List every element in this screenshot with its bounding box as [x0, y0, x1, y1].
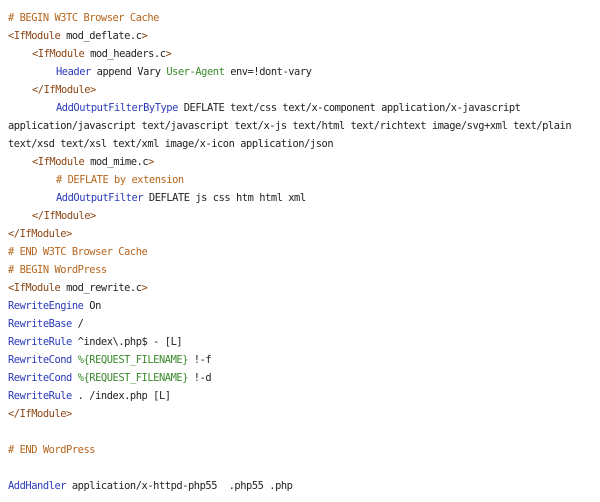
code-token-comment: # END WordPress	[8, 444, 96, 456]
code-token-plain: DEFLATE text/css text/x-component applic…	[177, 102, 521, 114]
code-token-plain: !-d	[188, 372, 212, 384]
code-token-tag: </IfModule>	[32, 84, 96, 96]
code-token-tag: <IfModule	[32, 48, 85, 60]
code-token-tag: </IfModule>	[32, 210, 96, 222]
code-token-plain: mod_rewrite.c	[60, 282, 142, 294]
code-token-tag: >	[165, 48, 172, 60]
code-line: RewriteRule . /index.php [L]	[0, 387, 600, 405]
code-line: </IfModule>	[0, 207, 600, 225]
code-line: # END WordPress	[0, 441, 600, 459]
code-token-directive: RewriteRule	[8, 336, 72, 348]
code-token-directive: Header	[56, 66, 91, 78]
code-token-plain: mod_deflate.c	[60, 30, 142, 42]
code-line: AddOutputFilter DEFLATE js css htm html …	[0, 189, 600, 207]
code-line: <IfModule mod_deflate.c>	[0, 27, 600, 45]
code-line	[0, 459, 600, 477]
code-line	[0, 423, 600, 441]
code-token-directive: AddOutputFilter	[56, 192, 144, 204]
code-line: RewriteRule ^index\.php$ - [L]	[0, 333, 600, 351]
code-line: # END W3TC Browser Cache	[0, 243, 600, 261]
code-token-plain: ^index\.php$ - [L]	[71, 336, 183, 348]
code-token-plain: DEFLATE js css htm html xml	[143, 192, 306, 204]
code-token-tag: </IfModule>	[8, 228, 72, 240]
code-token-plain: . /index.php [L]	[71, 390, 171, 402]
code-token-comment: # BEGIN WordPress	[8, 264, 107, 276]
code-token-comment: # DEFLATE by extension	[56, 174, 184, 186]
code-line: AddHandler application/x-httpd-php55 .ph…	[0, 477, 600, 495]
code-line: <IfModule mod_mime.c>	[0, 153, 600, 171]
code-token-directive: RewriteCond	[8, 354, 72, 366]
code-line: RewriteBase /	[0, 315, 600, 333]
code-token-plain: text/xsd text/xsl text/xml image/x-icon …	[8, 138, 334, 150]
code-token-plain: /	[71, 318, 84, 330]
code-token-plain: application/javascript text/javascript t…	[8, 120, 572, 132]
code-token-plain: !-f	[188, 354, 212, 366]
code-token-plain: append Vary	[90, 66, 167, 78]
code-token-comment: # BEGIN W3TC Browser Cache	[8, 12, 159, 24]
code-token-comment: # END W3TC Browser Cache	[8, 246, 148, 258]
code-token-plain: env=!dont-vary	[224, 66, 312, 78]
code-token-special: %{REQUEST_FILENAME}	[77, 372, 189, 384]
htaccess-code-listing: # BEGIN W3TC Browser Cache <IfModule mod_…	[0, 9, 600, 495]
code-line: </IfModule>	[0, 405, 600, 423]
code-token-directive: AddOutputFilterByType	[56, 102, 178, 114]
code-line: text/xsd text/xsl text/xml image/x-icon …	[0, 135, 600, 153]
code-line: RewriteCond %{REQUEST_FILENAME} !-d	[0, 369, 600, 387]
code-line: RewriteCond %{REQUEST_FILENAME} !-f	[0, 351, 600, 369]
code-token-directive: RewriteEngine	[8, 300, 84, 312]
code-token-tag: <IfModule	[8, 30, 61, 42]
code-token-tag: <IfModule	[8, 282, 61, 294]
code-token-directive: RewriteCond	[8, 372, 72, 384]
code-token-directive: AddHandler	[8, 480, 67, 492]
code-token-special: %{REQUEST_FILENAME}	[77, 354, 189, 366]
code-line: # DEFLATE by extension	[0, 171, 600, 189]
code-token-tag: <IfModule	[32, 156, 85, 168]
code-token-plain: On	[83, 300, 101, 312]
code-token-tag: </IfModule>	[8, 408, 72, 420]
code-token-special: User-Agent	[166, 66, 225, 78]
code-token-tag: >	[148, 156, 154, 168]
code-line: </IfModule>	[0, 81, 600, 99]
code-line: application/javascript text/javascript t…	[0, 117, 600, 135]
code-line: <IfModule mod_rewrite.c>	[0, 279, 600, 297]
code-token-tag: >	[141, 30, 148, 42]
code-token-tag: >	[141, 282, 148, 294]
code-line: # BEGIN W3TC Browser Cache	[0, 9, 600, 27]
code-token-directive: RewriteBase	[8, 318, 72, 330]
code-token-directive: RewriteRule	[8, 390, 72, 402]
code-line: AddOutputFilterByType DEFLATE text/css t…	[0, 99, 600, 117]
code-token-plain: mod_mime.c	[84, 156, 149, 168]
code-line: Header append Vary User-Agent env=!dont-…	[0, 63, 600, 81]
code-line: <IfModule mod_headers.c>	[0, 45, 600, 63]
code-line: RewriteEngine On	[0, 297, 600, 315]
code-line: # BEGIN WordPress	[0, 261, 600, 279]
code-line: </IfModule>	[0, 225, 600, 243]
code-token-plain: application/x-httpd-php55 .php55 .php	[66, 480, 293, 492]
code-token-plain: mod_headers.c	[84, 48, 166, 60]
